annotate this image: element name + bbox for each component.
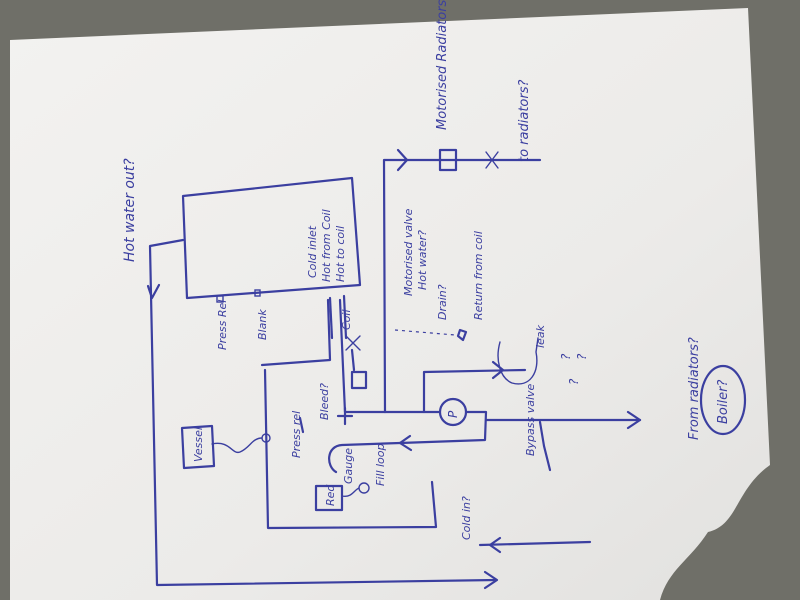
- dashed-lead: [394, 329, 456, 336]
- label-fill-loop: Fill loop: [374, 443, 387, 486]
- from-radiators-arrow: [626, 410, 642, 430]
- pump-up-pipe: [422, 368, 527, 414]
- label-cold-in: Cold in?: [460, 496, 473, 540]
- vessel-valve: [261, 433, 271, 443]
- vessel-box: [180, 424, 216, 470]
- label-hot-to-coil: Hot to coil: [334, 226, 347, 282]
- drain-symbol: [456, 328, 468, 342]
- coil-pipe-b: [342, 294, 348, 340]
- label-qq-mid: ?: [559, 353, 573, 360]
- cold-in-pipe: [263, 368, 438, 530]
- leak-symbol: [497, 337, 539, 385]
- label-hot-from-coil: Hot from Coil: [320, 209, 333, 282]
- red-box: [314, 484, 344, 512]
- cold-in-line: [478, 540, 592, 547]
- coil-return-arrow: [491, 360, 505, 380]
- label-qq-bottom: ?: [567, 378, 581, 385]
- label-press-rel-mid: Press rel: [290, 411, 303, 458]
- coil-valve-stem: [350, 348, 356, 372]
- label-motorised-radiators: Motorised Radiators: [435, 0, 450, 130]
- label-qq-top: ?: [575, 353, 589, 360]
- label-blank: Blank: [256, 309, 269, 340]
- boiler-ellipse: [699, 364, 747, 436]
- radiator-valve-cross: [485, 151, 499, 169]
- label-bleed: Bleed?: [318, 383, 331, 420]
- label-press-rel-top: Press Rel: [216, 300, 229, 350]
- pump-loop: [383, 410, 488, 445]
- gauge-tube: [341, 487, 360, 498]
- hot-water-out-pipe: [148, 238, 498, 587]
- vessel-connection: [211, 437, 263, 454]
- cylinder-feed-pipe: [260, 298, 332, 367]
- label-coil: Coil: [340, 309, 353, 330]
- label-hot-water-out: Hot water out?: [122, 158, 138, 262]
- label-vessel: Vessel: [192, 427, 205, 462]
- label-gauge: Gauge: [342, 448, 355, 484]
- output-arrow: [483, 570, 499, 590]
- label-leak: leak: [534, 324, 547, 348]
- valve-box: [350, 370, 368, 390]
- label-return-from-coil: Return from coil: [472, 231, 485, 320]
- label-to-radiators: to radiators?: [517, 80, 532, 162]
- label-red: Red: [324, 484, 337, 506]
- label-boiler: Boiler?: [716, 380, 731, 424]
- bleed-mark: [336, 406, 354, 426]
- press-rel-connector: [216, 295, 224, 303]
- hot-water-cylinder: [181, 176, 362, 300]
- blank-connector: [254, 289, 261, 297]
- press-rel-mark: [298, 416, 305, 434]
- coil-valve-cross: [345, 335, 361, 351]
- motorised-valve-pipe: [382, 158, 542, 414]
- label-motorised-valve: Motorised valve: [402, 208, 415, 296]
- bypass-pipe: [538, 420, 552, 472]
- paper-sheet: [10, 8, 770, 600]
- label-bypass-valve: Bypass valve: [524, 383, 537, 456]
- label-cold-inlet: Cold inlet: [306, 225, 319, 278]
- coil-pipe-a: [328, 296, 334, 340]
- fill-loop-pipe: [328, 441, 402, 474]
- label-hot-water: Hot water?: [416, 230, 429, 290]
- hot-water-out-arrow: [146, 283, 161, 300]
- label-drain: Drain?: [436, 284, 449, 320]
- label-from-radiators: From radiators?: [687, 337, 702, 440]
- label-pump: P: [446, 410, 460, 418]
- radiator-arrow: [396, 148, 409, 172]
- motorised-valve-box: [438, 148, 458, 172]
